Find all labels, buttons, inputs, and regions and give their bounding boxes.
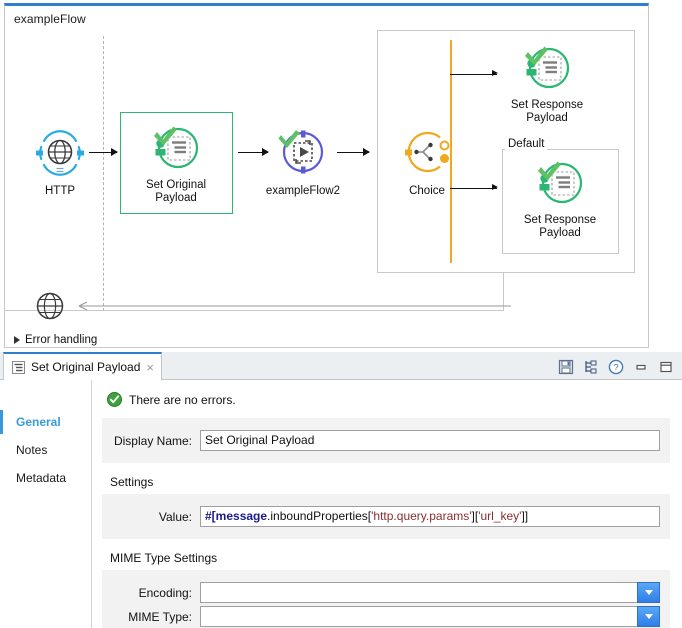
maximize-icon[interactable] (658, 359, 674, 375)
editor-tab-title: Set Original Payload (31, 360, 140, 374)
set-payload-tab-icon (12, 361, 25, 374)
outline-icon[interactable] (583, 359, 599, 375)
flow-title: exampleFlow (14, 12, 86, 26)
flow-node-set-original-payload[interactable]: Set Original Payload (138, 119, 214, 205)
connector-http-to-setoriginal (89, 152, 117, 153)
mime-type-row: MIME Type: (112, 606, 660, 627)
success-check-icon (107, 392, 122, 407)
flow-canvas[interactable]: exampleFlow H (4, 3, 649, 348)
error-handling-label: Error handling (25, 334, 97, 346)
set-payload-icon (519, 39, 575, 95)
side-tab-metadata[interactable]: Metadata (0, 464, 91, 492)
value-label: Value: (112, 510, 200, 524)
svg-text:?: ? (613, 363, 618, 374)
connector-setoriginal-to-flowref (238, 152, 268, 153)
value-input[interactable]: #[message.inboundProperties['http.query.… (200, 506, 660, 527)
flow-node-http[interactable]: HTTP (22, 125, 98, 198)
save-icon[interactable] (558, 359, 574, 375)
display-name-group: Display Name: Set Original Payload (102, 418, 670, 463)
status-message: There are no errors. (107, 392, 670, 407)
flow-node-label-set-response-1-line2: Payload (526, 112, 568, 124)
flow-node-label-choice: Choice (389, 185, 465, 198)
flow-node-flow-reference[interactable]: exampleFlow2 (265, 125, 341, 198)
display-name-input[interactable]: Set Original Payload (200, 430, 660, 451)
editor-side-tabs: General Notes Metadata (0, 380, 92, 628)
set-payload-icon (532, 154, 588, 210)
mime-type-input[interactable] (200, 606, 637, 627)
settings-section-title: Settings (110, 475, 670, 489)
mime-group: Encoding: MIME Type: (102, 570, 670, 628)
flow-node-label-set-original-line1: Set Original (146, 179, 206, 191)
value-row: Value: #[message.inboundProperties['http… (112, 506, 660, 527)
mime-section-title: MIME Type Settings (110, 551, 670, 565)
editor-tab-set-original-payload[interactable]: Set Original Payload × (3, 352, 162, 380)
flow-node-label-set-response-2-line2: Payload (539, 227, 581, 239)
globe-icon (33, 289, 67, 323)
side-tab-metadata-label: Metadata (16, 471, 66, 485)
flow-node-set-response-payload-2[interactable]: Set Response Payload (522, 154, 598, 240)
connector-flowref-to-choice (337, 152, 369, 153)
help-icon[interactable]: ? (608, 359, 624, 375)
encoding-combobox[interactable] (200, 582, 660, 603)
connector-response-return (71, 300, 511, 312)
set-payload-icon (148, 119, 204, 175)
error-handling-section[interactable]: Error handling (14, 334, 97, 346)
editor-body: General Notes Metadata (0, 380, 682, 628)
flow-node-set-response-payload-1[interactable]: Set Response Payload (509, 39, 585, 125)
mime-type-combobox[interactable] (200, 606, 660, 627)
mime-type-dropdown-button[interactable] (637, 606, 660, 627)
encoding-row: Encoding: (112, 582, 660, 603)
connector-choice-route-default (450, 188, 497, 189)
side-tab-notes-label: Notes (16, 443, 47, 457)
editor-form: There are no errors. Display Name: Set O… (92, 380, 682, 628)
flow-node-label-set-response-1-line1: Set Response (511, 99, 583, 111)
side-tab-general-label: General (16, 415, 61, 429)
minimize-icon[interactable] (633, 359, 649, 375)
encoding-dropdown-button[interactable] (637, 582, 660, 603)
editor-tab-strip: Set Original Payload × (0, 352, 682, 380)
encoding-label: Encoding: (112, 586, 200, 600)
flow-node-label-http: HTTP (22, 185, 98, 198)
flow-node-label-set-response-2-line1: Set Response (524, 214, 596, 226)
globe-icon (32, 125, 88, 181)
chevron-down-icon (645, 590, 653, 595)
close-icon[interactable]: × (146, 361, 154, 374)
mime-type-label: MIME Type: (112, 610, 200, 624)
encoding-input[interactable] (200, 582, 637, 603)
default-route-label: Default (505, 138, 547, 150)
chevron-down-icon (645, 614, 653, 619)
expand-triangle-icon[interactable] (14, 336, 20, 344)
display-name-row: Display Name: Set Original Payload (112, 430, 660, 451)
editor-toolbar: ? (558, 356, 674, 378)
flow-node-label-flowref: exampleFlow2 (265, 185, 341, 198)
message-source-divider (103, 36, 104, 311)
flow-node-http-response[interactable] (22, 289, 78, 323)
display-name-label: Display Name: (112, 434, 200, 448)
flow-node-label-set-original-line2: Payload (155, 192, 197, 204)
choice-icon (399, 125, 455, 181)
connector-choice-route-1 (450, 74, 497, 75)
properties-editor-panel: Set Original Payload × (0, 352, 682, 628)
settings-group: Value: #[message.inboundProperties['http… (102, 494, 670, 539)
flow-ref-icon (275, 125, 331, 181)
side-tab-notes[interactable]: Notes (0, 436, 91, 464)
side-tab-general[interactable]: General (0, 408, 91, 436)
status-text: There are no errors. (129, 393, 236, 407)
